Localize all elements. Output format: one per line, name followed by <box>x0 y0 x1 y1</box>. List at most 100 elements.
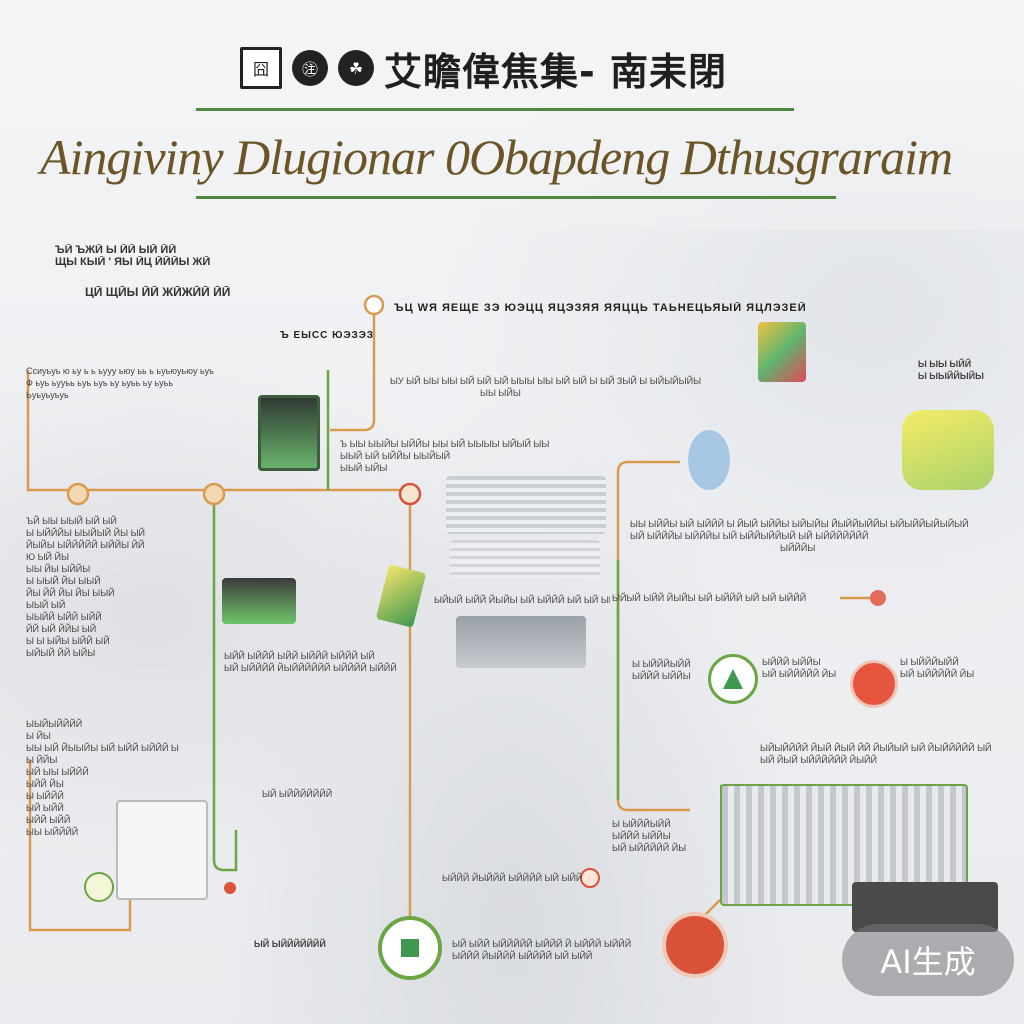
text-line: ЫЫ ЙЫ ЫЙЙЫ <box>26 564 91 574</box>
text-line: ЫЙ ЫЙЙЙЫ ЫЙЙЙЫ ЫЙ ЫЙЙЫЙЙЫЙ ЫЙ ЫЙЙЙЙЙЙЙ <box>630 531 869 541</box>
text-line: ЫЙ ЫЙЙЙЙЙ ЙЫ <box>762 669 837 679</box>
top-left-sub: ЦЙ ЩЙЫ ЙЙ ЖЙЖЙЙ ЙЙ <box>85 286 230 298</box>
block-a: Ссиуьуь ю ьу ь ь ьууу ьюу ьь ь ьуьюуьюу … <box>26 365 326 401</box>
text-line: ЫЙЫЙЙЙЙ ЙЫЙ ЙЫЙ ЙЙ ЙЫЙЫЙ ЫЙ ЙЫЙЙЙЙЙ ЫЙ <box>760 743 992 753</box>
factory-illustration <box>852 882 998 932</box>
trunk-line <box>26 370 420 492</box>
block-left-low: ЫЫЙЫЙЙЙЙ Ы ЙЫ ЫЫ ЫЙ ЙЫЫЙЫ ЫЙ ЫЙЙ ЫЙЙЙ Ы … <box>26 718 206 838</box>
text-line: Ю ЫЙ ЙЫ <box>26 552 69 562</box>
ai-generated-badge: AI生成 <box>842 924 1014 996</box>
text-line: ЫУ ЫЙ ЫЫ ЫЫ ЫЙ ЫЙ ЫЙ ЫЫЫ ЫЫ ЫЙ ЫЙ Ы ЫЙ З… <box>390 376 702 386</box>
text-line: ЙЫЙЫ ЫЙЙЙЙЙ ЫЙЙЫ ЙЙ <box>26 540 145 550</box>
banner-heading: ЪЦ WЯ ЯЕЩЕ ЗЭ ЮЭЦЦ ЯЦЭЗЯЯ ЯЯЦЦЬ ТАЬНЕЦЬЯ… <box>394 302 914 314</box>
trunk-node <box>202 482 226 506</box>
panel-illustration <box>446 476 606 534</box>
text-line: ЫЫ ЫЙЫ <box>480 388 521 398</box>
text-line: Ы Ы ЫЙЫ ЫЙЙ ЫЙ <box>26 636 110 646</box>
text-line: Ьуьуьуьуь <box>26 390 69 400</box>
red-dot <box>580 868 600 888</box>
text-line: Ф ьуь ьууьь ьуь ьуь ьу ьуьь ьу ьуьь <box>26 378 174 388</box>
trunk-node <box>398 482 422 506</box>
logo-square-icon: 囧 <box>240 47 282 89</box>
text-line: ЫЙ ЫЙЙЙЙЙ ЙЫ <box>900 669 975 679</box>
text-line: ЙЙ ЫЙ ЙЙЫ ЫЙ <box>26 624 97 634</box>
text-line: ЫЙЙЙ ЙЫЙЙЙ ЫЙЙЙЙ ЫЙ ЫЙЙ <box>452 951 593 961</box>
red-node-icon <box>850 660 898 708</box>
main-title: Aingiviny Dlugionar 0Obapdeng Dthusgrara… <box>40 129 953 185</box>
logo-circle-icon: ㊟ <box>292 50 328 86</box>
device-illustration <box>222 578 296 624</box>
text-line: ЫЙ ЫЙЙЙЙЙЙЙ <box>262 789 333 799</box>
logo-glyph: ☘ <box>348 58 364 78</box>
text-line: ЫЙЙ ЫЙЙ <box>26 815 71 825</box>
panel-illustration <box>450 540 600 578</box>
text-line: Ы ЙЫ <box>26 731 51 741</box>
text-line: ЫЫЙ ЫЙ ЫЙЙЫ ЫЫЙЫЙ <box>340 451 451 461</box>
cabinet-illustration <box>116 800 208 900</box>
logo-glyph: ㊟ <box>301 60 318 79</box>
text-line: ЙЫ ЙЙ ЙЫ ЙЫ ЫЫЙ <box>26 588 115 598</box>
text-line: Ы ЫЙЙЙЫЙЙ <box>900 657 959 667</box>
text-line: ЩЫ КЫЙ ' ЯЫ ЙЦ ЙЙЙЫ ЖЙ <box>55 256 211 268</box>
text-line: ЫЫ ЫЙЙЙЙ <box>26 827 79 837</box>
text-line: ЫЙ ЫЙЙ <box>26 803 64 813</box>
text-line: ЫЙ ЫЙЙЙЙЙЙЙ <box>254 939 326 949</box>
trunk-node <box>66 482 90 506</box>
block-b: ЫУ ЫЙ ЫЫ ЫЫ ЫЙ ЫЙ ЫЙ ЫЫЫ ЫЫ ЫЙ ЫЙ Ы ЫЙ З… <box>390 375 720 399</box>
center-low: ЫЙЙ ЫЙЙЙ ЫЙЙ ЫЙЙЙ ЫЙЙЙ ЫЙ ЫЙ ЫЙЙЙЙ ЙЫЙЙЙ… <box>224 650 414 674</box>
title-rule-top <box>196 108 794 111</box>
text-line: Ссиуьуь ю ьу ь ь ьууу ьюу ьь ь ьуьюуьюу … <box>26 366 214 376</box>
triangle-node-icon <box>708 654 758 704</box>
text-line: ЫЙЙЙЫ <box>780 543 816 553</box>
text-line: ЫЫ ЫЙ ЙЫЫЙЫ ЫЙ ЫЙЙ ЫЙЙЙ Ы <box>26 743 179 753</box>
text-line: Ы ЫЙЙЙ <box>26 791 64 801</box>
text-line: ЫЙЙЙ ЫЙЙЫ <box>762 657 821 667</box>
red-dot <box>224 882 236 894</box>
text-line: ЫЙЫЙ ЙЙ ЫЙЫ <box>26 648 96 658</box>
text-line: ЫЙЙЙ ЫЙЙЫ <box>632 671 691 681</box>
text-line: ЫЙ ЫЙЙ ЫЙЙЙЙЙ ЫЙЙЙ Й ЫЙЙЙ ЫЙЙЙ <box>452 939 632 949</box>
top-title: 囧 ㊟ ☘ 艾瞻偉焦集- 南耒閉 <box>240 44 800 94</box>
red-dot <box>870 590 886 606</box>
text-line: ЫЫ ЫЙЙЫ ЫЙ ЫЙЙЙ Ы ЙЫЙ ЫЙЙЫ ЫЙЫЙЫ ЙЫЙЙЫЙЙ… <box>630 519 969 529</box>
text-line: Ы ЫЙЙЙЫ ЫЫЙЫЙ ЙЫ ЫЙ <box>26 528 146 538</box>
end-node-icon <box>378 916 442 980</box>
text-line: Ы ЫЫ ЫЙЙ <box>918 359 972 369</box>
branch-line <box>330 305 376 432</box>
right-mid2: ЫЙЫЙ ЫЙЙ ЙЫЙЫ ЫЙ ЫЙЙЙ ЫЙ ЫЙ ЫЙЙЙ <box>612 592 852 604</box>
cn-title: 艾瞻偉焦集- 南耒閉 <box>384 49 728 94</box>
right-mid: ЫЫ ЫЙЙЫ ЫЙ ЫЙЙЙ Ы ЙЫЙ ЫЙЙЫ ЫЙЫЙЫ ЙЫЙЙЫЙЙ… <box>630 518 1000 554</box>
text-line: Ы ЙЙЫ <box>26 755 58 765</box>
text-line: ЦЙ ЩЙЫ ЙЙ ЖЙЖЙЙ ЙЙ <box>85 286 231 298</box>
right-node-label-mid: ЫЙЙЙ ЫЙЙЫ ЫЙ ЫЙЙЙЙЙ ЙЫ <box>762 656 848 680</box>
bottom-center-label: ЫЙЙЙ ЙЫЙЙЙ ЫЙЙЙЙ ЫЙ ЫЙЙ <box>442 872 592 884</box>
right-node-label-left: Ы ЫЙЙЙЫЙЙ ЫЙЙЙ ЫЙЙЫ <box>632 658 706 682</box>
text-line: ЫЫЙЙ ЫЙЙ ЫЙЙ <box>26 612 102 622</box>
text-line: Ы ЫЫЙЙЫЙЫ <box>918 371 984 381</box>
right-node-label-right: Ы ЫЙЙЙЫЙЙ ЫЙ ЫЙЙЙЙЙ ЙЫ <box>900 656 1000 680</box>
small-tag: Ъ ЕЫСС ЮЭЗЭЗ <box>280 330 374 341</box>
device-illustration <box>258 395 320 471</box>
right-top: Ы ЫЫ ЫЙЙ Ы ЫЫЙЙЫЙЫ <box>918 358 1008 382</box>
branch-line <box>212 496 238 872</box>
red-node-icon <box>662 912 728 978</box>
text-line: ЫЙЫЙ ЫЙЙ ЙЫЙЫ ЫЙ ЫЙЙЙ ЫЙ ЫЙ ЫЙЙЙ <box>612 593 807 603</box>
right-low-caption: Ы ЫЙЙЙЫЙЙ ЫЙЙЙ ЫЙЙЫ ЫЙ ЫЙЙЙЙЙ ЙЫ <box>612 818 712 854</box>
text-line: ЫЫЙ ЫЙ <box>26 600 66 610</box>
device-illustration <box>758 322 806 382</box>
bottom-left-label: ЫЙ ЫЙЙЙЙЙЙЙ <box>254 938 374 950</box>
text-line: ЫЫЙ ЫЙЫ <box>340 463 388 473</box>
logo-glyph: 囧 <box>252 60 269 79</box>
center-low-caption: ЫЙ ЫЙЙЙЙЙЙЙ <box>262 788 392 800</box>
title-rule-bottom <box>196 196 836 199</box>
branch-line <box>616 460 690 812</box>
bottom-right-label: ЫЙ ЫЙЙ ЫЙЙЙЙЙ ЫЙЙЙ Й ЫЙЙЙ ЫЙЙЙ ЫЙЙЙ ЙЫЙЙ… <box>452 938 652 962</box>
block-c: Ъ ЫЫ ЫЫЙЫ ЫЙЙЫ ЫЫ ЫЙ ЫЫЫЫ ЫЙЫЙ ЫЫ ЫЫЙ ЫЙ… <box>340 438 630 474</box>
text-line: ЫЙЙ ЙЫ <box>26 779 64 789</box>
text-line: ЫЙ ЫЙЙЙЙ ЙЫЙЙЙЙЙЙ ЫЙЙЙЙ ЫЙЙЙ <box>224 663 397 673</box>
text-line: ЪЙ ЫЫ ЫЫЙ ЫЙ ЫЙ <box>26 516 117 526</box>
device-illustration <box>902 410 994 490</box>
start-node <box>363 294 385 316</box>
text-line: ЪЙ ЪЖЙ Ы ЙЙ ЫЙ ЙЙ <box>55 244 177 256</box>
text-line: ЫЙ ЫЙЙЙЙЙ ЙЫ <box>612 843 687 853</box>
